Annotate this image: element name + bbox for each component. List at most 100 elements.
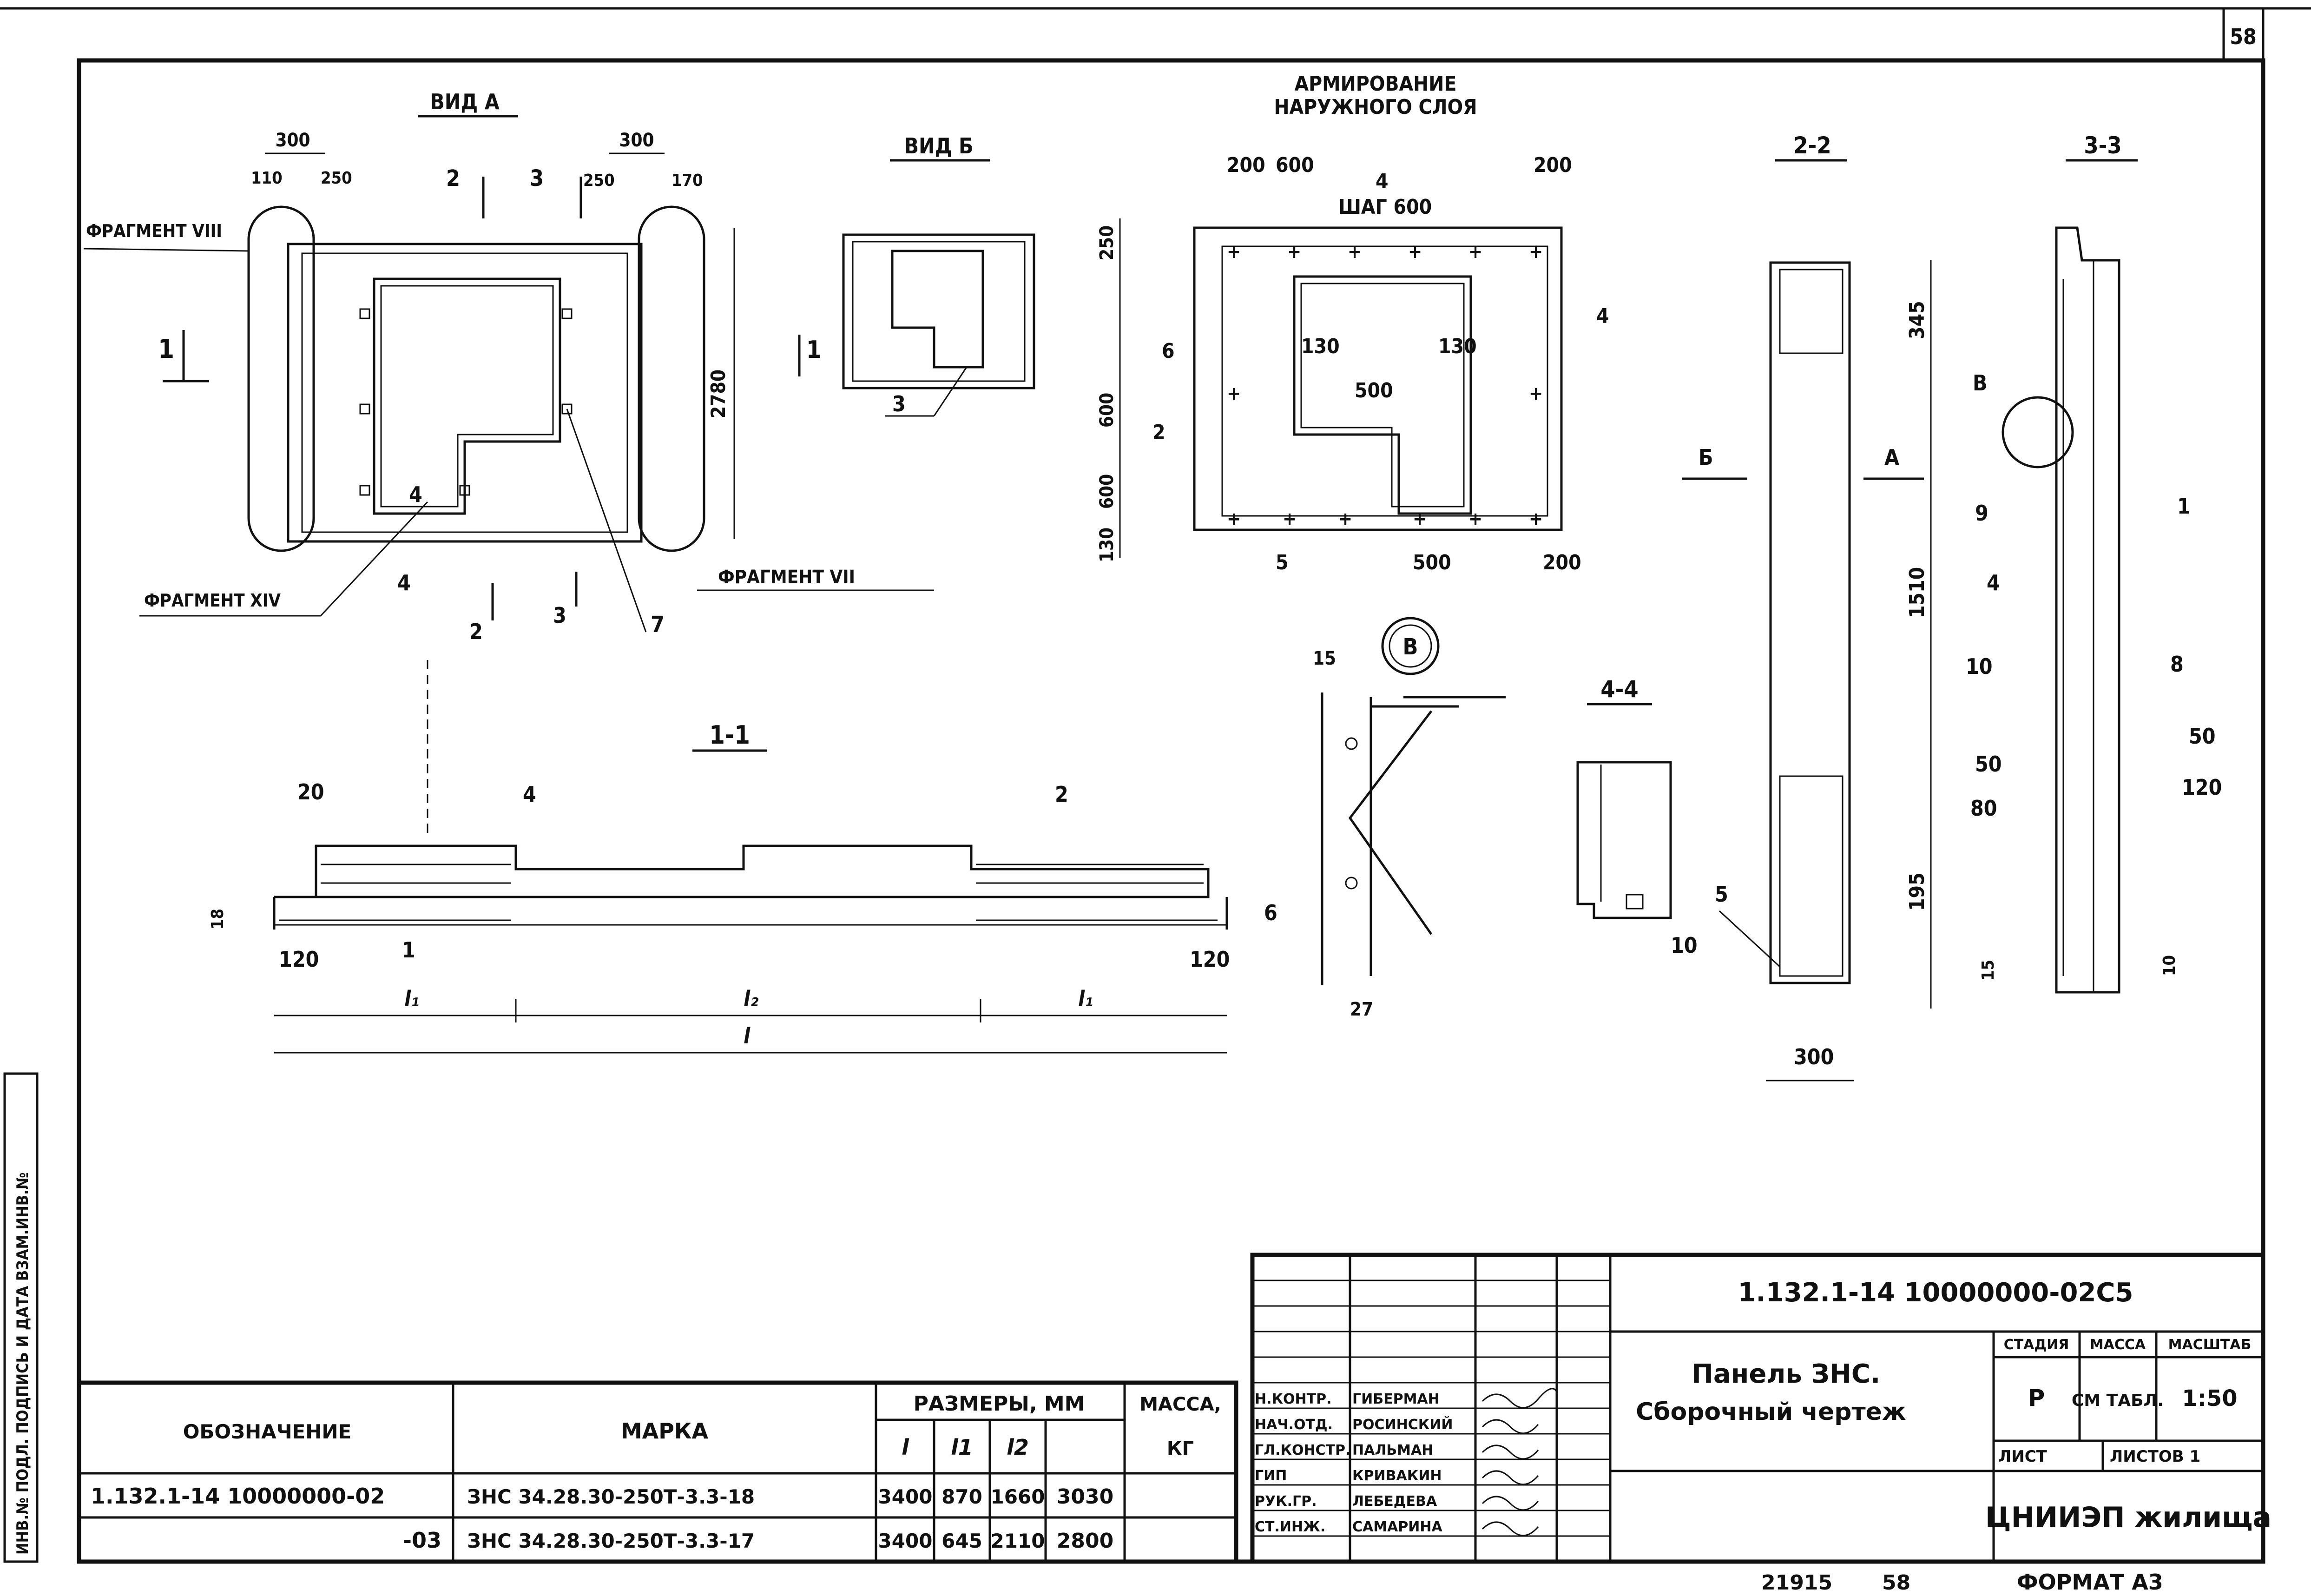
format-label: ФОРМАТ А3 bbox=[2017, 1570, 2163, 1595]
svg-text:1-1: 1-1 bbox=[709, 720, 750, 750]
svg-text:ФРАГМЕНТ VII: ФРАГМЕНТ VII bbox=[718, 567, 855, 588]
svg-text:МАРКА: МАРКА bbox=[621, 1418, 709, 1444]
svg-text:СТ.ИНЖ.: СТ.ИНЖ. bbox=[1255, 1519, 1325, 1535]
svg-text:КРИВАКИН: КРИВАКИН bbox=[1352, 1468, 1442, 1484]
svg-text:МАССА,: МАССА, bbox=[1139, 1394, 1221, 1415]
svg-text:1.132.1-14 10000000-02: 1.132.1-14 10000000-02 bbox=[91, 1484, 385, 1509]
svg-text:+: + bbox=[1227, 241, 1241, 263]
page-number-box bbox=[2222, 7, 2265, 62]
svg-text:4-4: 4-4 bbox=[1600, 676, 1638, 703]
svg-text:10: 10 bbox=[1671, 933, 1698, 958]
svg-text:10: 10 bbox=[1966, 654, 1993, 679]
svg-text:6: 6 bbox=[1264, 900, 1277, 925]
svg-text:3030: 3030 bbox=[1057, 1485, 1113, 1509]
svg-text:+: + bbox=[1408, 241, 1422, 263]
svg-text:170: 170 bbox=[672, 171, 703, 190]
detail-b: В 15 6 27 bbox=[1264, 617, 1506, 1020]
svg-text:l2: l2 bbox=[1007, 1435, 1029, 1460]
svg-text:130: 130 bbox=[1438, 335, 1477, 358]
svg-text:50: 50 bbox=[2189, 724, 2216, 749]
svg-text:1510: 1510 bbox=[1905, 567, 1929, 618]
svg-text:1:50: 1:50 bbox=[2182, 1385, 2237, 1411]
svg-text:3: 3 bbox=[530, 165, 544, 191]
section-2-2: 2-2 345 1510 195 300 Б А 5 bbox=[1682, 132, 1932, 1082]
title-block: 1.132.1-14 10000000-02С5 Панель ЗНС. Сбо… bbox=[1250, 1253, 2271, 1564]
bottom-number: 21915 bbox=[1761, 1571, 1832, 1595]
svg-text:4: 4 bbox=[523, 782, 536, 807]
svg-text:+: + bbox=[1468, 241, 1482, 263]
svg-text:345: 345 bbox=[1905, 301, 1929, 339]
section-4-4: 4-4 10 bbox=[1576, 676, 1698, 958]
svg-text:2800: 2800 bbox=[1057, 1529, 1113, 1553]
svg-text:В: В bbox=[1403, 634, 1418, 660]
bottom-page: 58 bbox=[1882, 1571, 1910, 1595]
svg-text:15: 15 bbox=[1979, 960, 1998, 981]
view-b: ВИД Б 3 bbox=[842, 133, 1035, 417]
svg-text:3-3: 3-3 bbox=[2084, 132, 2121, 159]
svg-text:1: 1 bbox=[806, 336, 822, 364]
svg-text:1660: 1660 bbox=[991, 1485, 1045, 1508]
svg-text:+: + bbox=[1338, 508, 1352, 530]
svg-text:250: 250 bbox=[1096, 225, 1118, 260]
svg-text:В: В bbox=[1973, 370, 1988, 396]
svg-text:2: 2 bbox=[469, 619, 483, 644]
svg-text:500: 500 bbox=[1355, 379, 1393, 402]
svg-text:+: + bbox=[1529, 508, 1543, 530]
svg-text:130: 130 bbox=[1096, 528, 1118, 562]
svg-text:2: 2 bbox=[1152, 421, 1165, 444]
svg-text:645: 645 bbox=[942, 1530, 982, 1552]
view-a: ВИД А 2780 300 110 250 300 250 170 2 3 bbox=[83, 89, 934, 644]
svg-text:3400: 3400 bbox=[878, 1485, 933, 1508]
svg-text:300: 300 bbox=[275, 130, 310, 151]
svg-text:50: 50 bbox=[1975, 752, 2002, 777]
svg-text:l: l bbox=[744, 1023, 751, 1049]
svg-text:Б: Б bbox=[1699, 445, 1713, 470]
svg-text:3400: 3400 bbox=[878, 1530, 933, 1552]
svg-text:ЗНС 34.28.30-250Т-3.3-18: ЗНС 34.28.30-250Т-3.3-18 bbox=[467, 1485, 755, 1508]
svg-text:ВИД А: ВИД А bbox=[430, 89, 499, 114]
svg-text:+: + bbox=[1283, 508, 1297, 530]
svg-text:4: 4 bbox=[1987, 570, 2000, 595]
svg-text:ФРАГМЕНТ XIV: ФРАГМЕНТ XIV bbox=[144, 590, 281, 611]
svg-text:500: 500 bbox=[1413, 551, 1451, 574]
svg-text:7: 7 bbox=[651, 612, 665, 638]
svg-text:l: l bbox=[902, 1435, 909, 1460]
svg-text:2780: 2780 bbox=[707, 369, 730, 418]
svg-text:27: 27 bbox=[1350, 999, 1373, 1020]
svg-text:СТАДИЯ: СТАДИЯ bbox=[2004, 1337, 2069, 1353]
svg-text:Н.КОНТР.: Н.КОНТР. bbox=[1255, 1391, 1331, 1407]
svg-text:195: 195 bbox=[1905, 872, 1929, 911]
svg-text:600: 600 bbox=[1096, 474, 1118, 509]
svg-text:+: + bbox=[1468, 508, 1482, 530]
svg-text:5: 5 bbox=[1715, 882, 1728, 907]
svg-text:600: 600 bbox=[1276, 153, 1314, 177]
svg-text:9: 9 bbox=[1975, 501, 1988, 526]
svg-text:А: А bbox=[1884, 445, 1899, 470]
svg-text:15: 15 bbox=[1313, 648, 1336, 669]
svg-text:300: 300 bbox=[619, 130, 654, 151]
svg-text:l₁: l₁ bbox=[404, 986, 419, 1011]
svg-text:l₁: l₁ bbox=[1078, 986, 1093, 1011]
svg-text:2: 2 bbox=[1055, 782, 1068, 807]
svg-text:2-2: 2-2 bbox=[1793, 132, 1831, 159]
svg-text:80: 80 bbox=[1970, 796, 1997, 821]
svg-text:ВИД Б: ВИД Б bbox=[904, 133, 974, 158]
svg-text:ЛЕБЕДЕВА: ЛЕБЕДЕВА bbox=[1352, 1493, 1437, 1510]
page-number: 58 bbox=[2230, 24, 2257, 49]
svg-text:МАСШТАБ: МАСШТАБ bbox=[2168, 1337, 2252, 1353]
svg-text:ГИП: ГИП bbox=[1255, 1468, 1287, 1484]
svg-text:+: + bbox=[1227, 508, 1241, 530]
svg-text:2: 2 bbox=[446, 165, 460, 191]
svg-text:НАРУЖНОГО СЛОЯ: НАРУЖНОГО СЛОЯ bbox=[1274, 95, 1477, 119]
svg-text:5: 5 bbox=[1276, 551, 1289, 574]
svg-text:110: 110 bbox=[251, 169, 283, 188]
svg-text:10: 10 bbox=[2160, 955, 2179, 976]
spec-table: ОБОЗНАЧЕНИЕ МАРКА РАЗМЕРЫ, ММ l l1 l2 МА… bbox=[77, 1380, 1238, 1564]
svg-text:ЛИСТОВ 1: ЛИСТОВ 1 bbox=[2110, 1447, 2200, 1466]
svg-text:130: 130 bbox=[1301, 335, 1340, 358]
svg-text:РУК.ГР.: РУК.ГР. bbox=[1255, 1493, 1317, 1510]
svg-text:-03: -03 bbox=[403, 1528, 441, 1553]
